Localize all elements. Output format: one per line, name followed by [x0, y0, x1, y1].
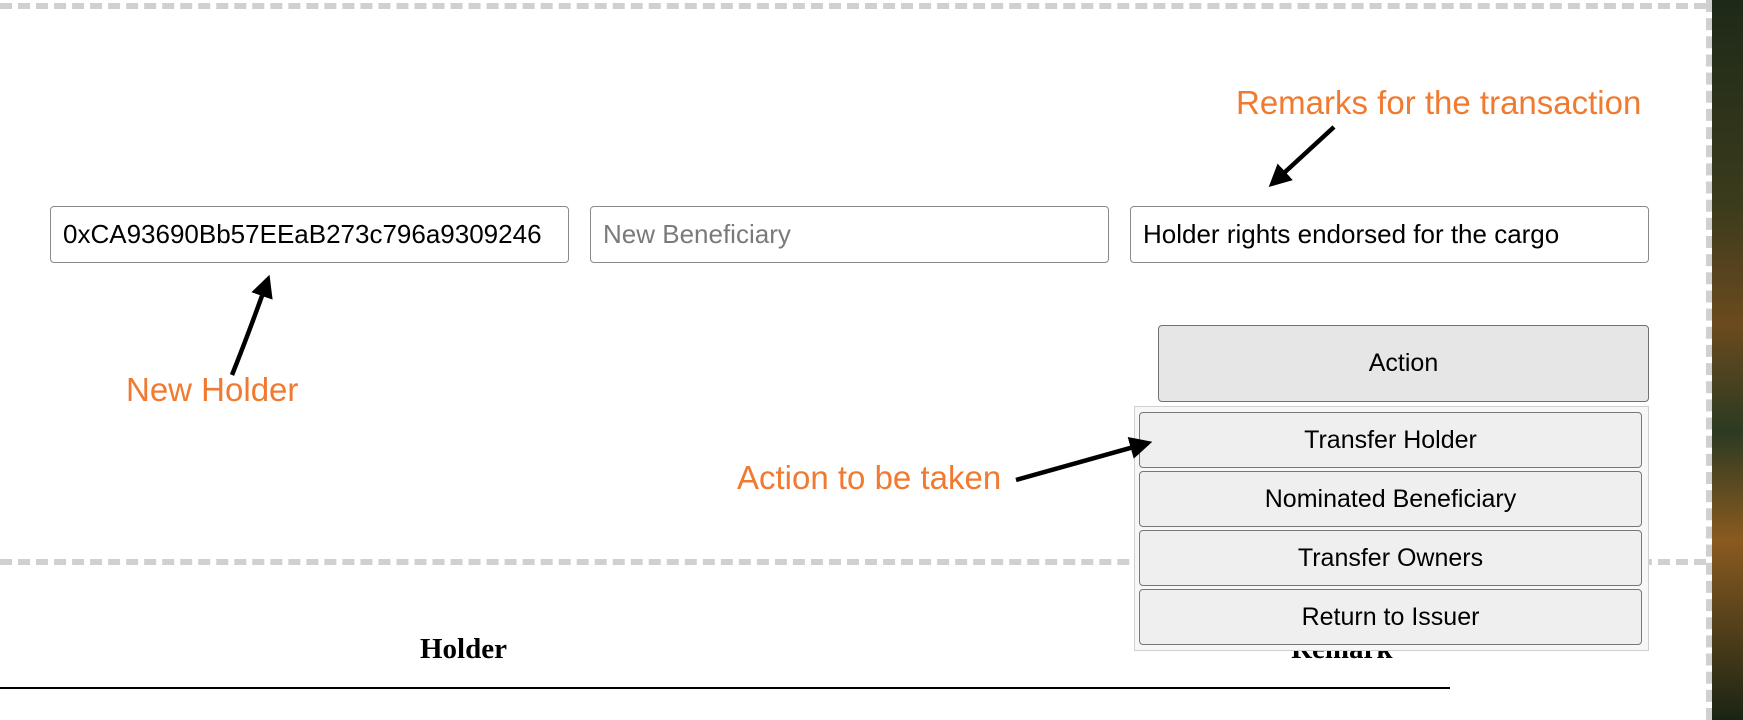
menu-item-nominated-beneficiary[interactable]: Nominated Beneficiary: [1139, 471, 1642, 527]
remarks-annotation: Remarks for the transaction: [1236, 84, 1642, 121]
remarks-arrow: [1268, 125, 1336, 188]
action-arrow: [1015, 437, 1153, 483]
new-holder-annotation: New Holder: [126, 371, 299, 408]
new-holder-arrow: [229, 274, 273, 376]
middle-dashed-border: [0, 559, 1706, 565]
table-header-holder: Holder: [420, 633, 507, 665]
menu-item-transfer-owners[interactable]: Transfer Owners: [1139, 530, 1642, 586]
background-photo-strip: [1712, 0, 1743, 720]
remarks-input[interactable]: [1130, 206, 1649, 263]
top-dashed-border: [0, 3, 1706, 9]
new-beneficiary-input[interactable]: [590, 206, 1109, 263]
right-dashed-border: [1706, 0, 1712, 720]
menu-item-return-to-issuer[interactable]: Return to Issuer: [1139, 589, 1642, 645]
menu-item-transfer-holder[interactable]: Transfer Holder: [1139, 412, 1642, 468]
action-annotation: Action to be taken: [737, 459, 1002, 496]
action-button[interactable]: Action: [1158, 325, 1649, 402]
new-holder-input[interactable]: [50, 206, 569, 263]
action-menu: Transfer Holder Nominated Beneficiary Tr…: [1134, 406, 1649, 651]
table-header-rule: [0, 687, 1450, 689]
